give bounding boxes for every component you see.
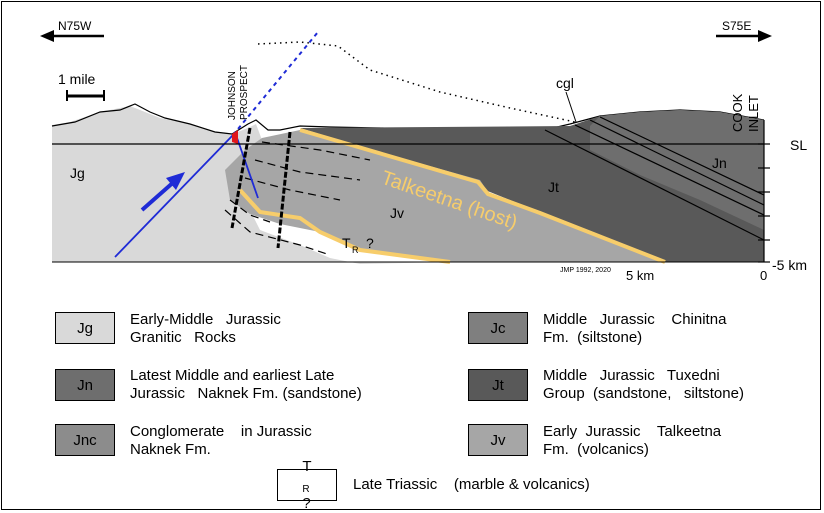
label-depth: -5 km	[772, 257, 807, 273]
Jn-bedding	[544, 116, 765, 241]
scale-label: 1 mile	[58, 71, 96, 87]
unit-Jn	[590, 110, 764, 230]
label-SL: SL	[790, 137, 807, 153]
credit: JMP 1992, 2020	[560, 267, 611, 274]
label-0km: 0	[760, 268, 767, 283]
legend-text-Jc: Middle Jurassic Chinitna Fm. (siltstone)	[543, 311, 727, 346]
fault-line-branch	[235, 134, 259, 199]
label-Jg: Jg	[70, 165, 85, 181]
cgl-leader	[565, 91, 577, 123]
legend-swatch-Jg: Jg	[55, 312, 115, 344]
scale-bar: 1 mile	[58, 71, 105, 101]
legend-text-Jt: Middle Jurassic Tuxedni Group (sandstone…	[543, 367, 744, 402]
topography-left	[51, 103, 765, 135]
svg-text:PROSPECT: PROSPECT	[239, 65, 250, 120]
fault-line-dashed	[232, 31, 319, 136]
direction-arrow-right: S75E	[716, 19, 772, 42]
fault-line-solid	[114, 134, 234, 258]
legend-text-Jn: Latest Middle and earliest Late Jurassic…	[130, 367, 362, 402]
legend-text-Jg: Early-Middle Jurassic Granitic Rocks	[130, 311, 281, 346]
svg-text:INLET: INLET	[746, 95, 761, 132]
label-TR: T R ?	[342, 235, 374, 255]
legend-swatch-Jv: Jv	[468, 424, 528, 456]
label-5km: 5 km	[626, 268, 654, 283]
cook-inlet-label: COOK INLET	[730, 93, 761, 132]
svg-text:?: ?	[366, 235, 374, 251]
legend-swatch-Jc: Jc	[468, 312, 528, 344]
unit-Jg	[52, 106, 450, 264]
drill-holes	[230, 127, 292, 249]
fault-motion-arrow	[140, 172, 185, 212]
label-Jv: Jv	[390, 205, 404, 221]
prospect-label: JOHNSON PROSPECT	[227, 65, 250, 120]
label-cgl: cgl	[556, 75, 574, 91]
legend-swatch-Jt: Jt	[468, 369, 528, 401]
unit-Jv	[225, 130, 665, 262]
svg-text:JOHNSON: JOHNSON	[227, 71, 238, 120]
legend-text-TR: Late Triassic (marble & volcanics)	[353, 476, 590, 493]
projected-surface-dotted	[257, 41, 576, 123]
prospect-marker	[232, 130, 238, 144]
direction-left-label: N75W	[58, 19, 92, 33]
label-Jt: Jt	[548, 179, 559, 195]
direction-arrow-left: N75W	[40, 19, 104, 42]
svg-text:T: T	[342, 235, 351, 251]
host-outline	[299, 128, 666, 264]
host-outline-lower	[238, 188, 451, 264]
direction-right-label: S75E	[722, 19, 751, 33]
label-Jn: Jn	[712, 155, 727, 171]
legend-swatch-Jn: Jn	[55, 369, 115, 401]
legend-text-Jnc: Conglomerate in Jurassic Naknek Fm.	[130, 423, 312, 458]
legend-swatch-Jnc: Jnc	[55, 424, 115, 456]
svg-text:COOK: COOK	[730, 93, 745, 132]
legend-text-Jv: Early Jurassic Talkeetna Fm. (volcanics)	[543, 423, 722, 458]
svg-text:R: R	[352, 245, 359, 255]
dashed-contacts	[224, 141, 371, 256]
depth-axis	[758, 120, 770, 263]
